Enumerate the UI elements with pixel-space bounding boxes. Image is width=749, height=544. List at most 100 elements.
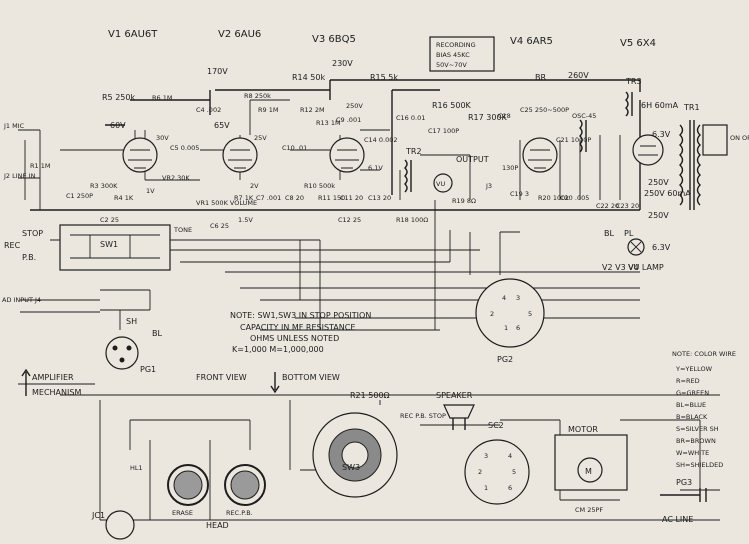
label-r5: R5 250k (102, 93, 135, 102)
label-c1: C1 250P (66, 192, 93, 200)
power-switch (702, 124, 728, 156)
color-note-s: S=SILVER SH (676, 425, 719, 433)
note-line2: CAPACITY IN MF RESISTANCE (240, 323, 355, 332)
voltage-6-3a: 6.3V (652, 130, 671, 139)
label-c4: C4 .002 (196, 106, 221, 114)
label-rec: REC (4, 241, 21, 250)
sc2-pin-6: 6 (508, 484, 512, 492)
label-r18: R18 100Ω (396, 216, 428, 224)
label-vu: VU (436, 180, 445, 188)
sc2-pin-5: 5 (512, 468, 516, 476)
voltage-1: 1V (146, 187, 155, 195)
recording-bias-line1: RECORDING (436, 41, 476, 49)
label-bottom-view: BOTTOM VIEW (282, 373, 340, 382)
view-divider-arrow (270, 372, 280, 394)
transformer-tr1 (679, 120, 701, 210)
label-front-view: FRONT VIEW (196, 373, 247, 382)
label-c23: C23 20 (616, 202, 639, 210)
motor-symbol (577, 457, 603, 483)
color-note-br: BR=BROWN (676, 437, 716, 445)
label-tr3: TR3 (625, 77, 642, 86)
label-osc: OSC-45 (572, 112, 596, 120)
label-pb: P.B. (22, 253, 36, 262)
recpb-head (224, 464, 266, 506)
pg2-pin-3: 3 (516, 294, 520, 302)
label-r3: R3 300K (90, 182, 118, 190)
label-recpb: REC.P.B. (226, 509, 253, 517)
sc2-pin-1: 1 (484, 484, 488, 492)
label-c10: C10 .01 (282, 144, 307, 152)
label-c21: C21 1000P (556, 136, 591, 144)
label-pl: PL (624, 229, 634, 238)
label-c8: C8 20 (285, 194, 304, 202)
label-bl-right: BL (604, 229, 614, 238)
label-vr1: VR1 500K VOLUME (196, 199, 257, 207)
tube-label-v1: V1 6AU6T (108, 29, 158, 40)
voltage-65: 65V (214, 121, 230, 130)
voltage-25: 25V (254, 134, 267, 142)
label-c16: C16 0.01 (396, 114, 425, 122)
label-pg1: PG1 (140, 365, 156, 374)
label-r17: R17 300K (468, 113, 508, 122)
label-erase: ERASE (172, 509, 193, 517)
label-henry: 6H 60mA (641, 101, 679, 110)
color-note-title: NOTE: COLOR WIRE (672, 350, 736, 358)
color-note-bl: BL=BLUE (676, 401, 706, 409)
pg2-pin-4: 4 (502, 294, 506, 302)
pg2-socket (475, 278, 545, 348)
pg1-socket (105, 336, 139, 370)
transformer-tr3 (625, 91, 633, 117)
sc2-pin-3: 3 (484, 452, 488, 460)
color-note-b: B=BLACK (676, 413, 708, 421)
pg2-pin-5: 5 (528, 310, 532, 318)
recording-bias-line2: BIAS 45KC (436, 51, 470, 59)
label-head: HEAD (206, 521, 229, 530)
label-cm: CM 25PF (575, 506, 603, 514)
label-output: OUTPUT (456, 155, 489, 164)
label-rec-pb-stop: REC P.B. STOP (400, 412, 446, 420)
amplifier-mechanism-arrow (21, 368, 31, 396)
label-r4: R4 1K (114, 194, 134, 202)
label-ma: 250V 60mA (644, 189, 691, 198)
tube-label-v5: V5 6X4 (620, 38, 656, 49)
pg2-pin-2: 2 (490, 310, 494, 318)
erase-head (167, 464, 209, 506)
tube-label-v2: V2 6AU6 (218, 29, 261, 40)
color-wire-note: NOTE: COLOR WIRE Y=YELLOW R=RED G=GREEN … (672, 350, 736, 469)
ac-plug (660, 488, 707, 502)
recording-bias-box (429, 36, 495, 72)
label-vu-lamp: VU LAMP (628, 263, 664, 272)
label-r1: R1 1M (30, 162, 50, 170)
label-c19: C19 3 (510, 190, 529, 198)
tube-v1 (122, 137, 158, 173)
label-tr1: TR1 (683, 103, 700, 112)
color-note-g: G=GREEN (676, 389, 709, 397)
label-r6: R6 1M (152, 94, 172, 102)
voltage-6-1: 6.1V (368, 164, 383, 172)
label-c14: C14 0.002 (364, 136, 397, 144)
voltage-2: 2V (250, 182, 259, 190)
sc2-pin-4: 4 (508, 452, 512, 460)
label-r13: R13 1M (316, 119, 341, 127)
voltage-250a: 250V (346, 102, 363, 110)
jc1-connector (105, 510, 135, 540)
label-heaters: V2 V3 V4 (602, 263, 639, 272)
label-r16: R16 500K (432, 101, 472, 110)
voltage-30: 30V (156, 134, 169, 142)
label-c2: C2 25 (100, 216, 119, 224)
sc2-socket (464, 439, 530, 505)
label-r10: R10 500k (304, 182, 335, 190)
label-sw1: SW1 (100, 240, 118, 249)
label-hl: HL1 (130, 464, 143, 472)
voltage-6-3b: 6.3V (652, 243, 671, 252)
color-note-y: Y=YELLOW (675, 365, 713, 373)
label-on-off: ON OFF (730, 134, 749, 142)
label-j1: J1 MIC (3, 122, 25, 130)
sw3-rotary-switch (312, 412, 398, 498)
label-j2: J2 LINE IN (3, 172, 36, 180)
transformer-tr2 (404, 159, 412, 193)
label-c18: C18 (498, 112, 511, 120)
tube-v3 (329, 137, 365, 173)
